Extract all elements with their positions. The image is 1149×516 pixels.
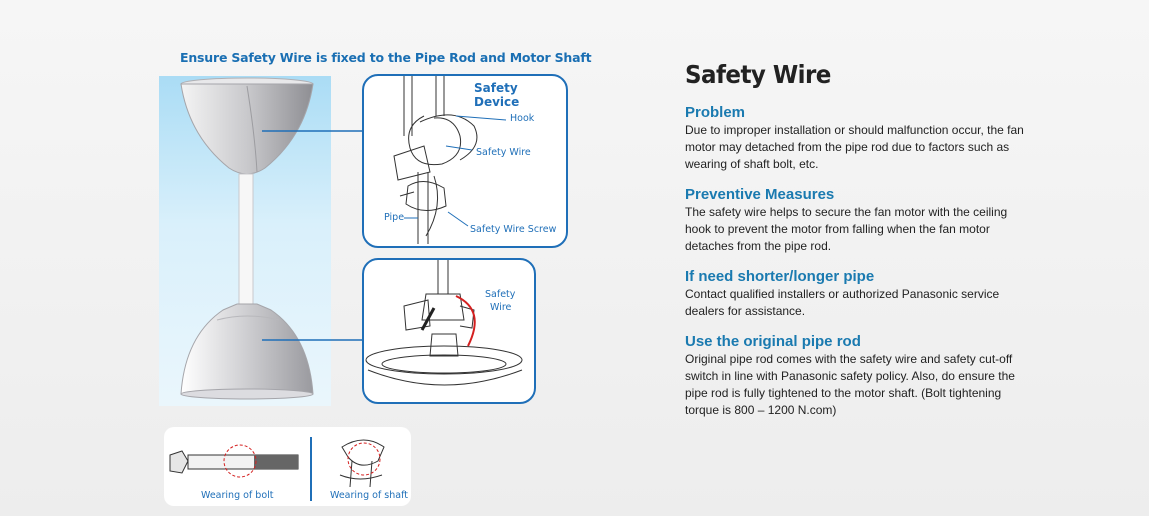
section-heading: Use the original pipe rod <box>685 333 861 350</box>
section-body: Contact qualified installers or authoriz… <box>685 287 1000 318</box>
section-pipe-length: If need shorter/longer pipe Contact qual… <box>685 268 1030 320</box>
section-heading: Preventive Measures <box>685 186 835 203</box>
fan-illustration <box>180 77 314 400</box>
section-preventive-measures: Preventive Measures The safety wire help… <box>685 186 1030 255</box>
pipe-label: Pipe <box>384 212 405 223</box>
wear-drawing <box>169 439 385 488</box>
wearing-of-bolt-label: Wearing of bolt <box>201 490 274 501</box>
safety-device-heading: Safety Device <box>474 81 520 109</box>
section-original-pipe-rod: Use the original pipe rod Original pipe … <box>685 333 1030 419</box>
hook-label: Hook <box>510 113 535 124</box>
safety-device-callout: Safety Device Hook Safety Wire Pipe Safe… <box>362 74 568 248</box>
wearing-of-shaft-label: Wearing of shaft <box>330 490 408 501</box>
section-problem: Problem Due to improper installation or … <box>685 104 1030 173</box>
safety-wire-callout: Safety Wire <box>362 258 536 404</box>
safety-wire-label-line2: Wire <box>490 302 512 313</box>
section-body: Due to improper installation or should m… <box>685 123 1024 171</box>
section-body: The safety wire helps to secure the fan … <box>685 205 1008 253</box>
diagram-title: Ensure Safety Wire is fixed to the Pipe … <box>180 50 592 65</box>
wear-illustration-box: Wearing of bolt Wearing of shaft <box>164 427 411 506</box>
info-panel: Safety Wire Problem Due to improper inst… <box>685 60 1030 432</box>
wear-divider <box>310 437 312 501</box>
safety-device-drawing <box>393 76 507 244</box>
section-body: Original pipe rod comes with the safety … <box>685 352 1015 417</box>
section-heading: Problem <box>685 104 746 121</box>
safety-wire-label-line1: Safety <box>485 289 516 300</box>
safety-wire-drawing <box>365 260 523 386</box>
safety-wire-screw-label: Safety Wire Screw <box>470 224 557 235</box>
section-heading: If need shorter/longer pipe <box>685 268 875 285</box>
safety-wire-label: Safety Wire <box>476 147 531 158</box>
page-title: Safety Wire <box>685 60 831 89</box>
